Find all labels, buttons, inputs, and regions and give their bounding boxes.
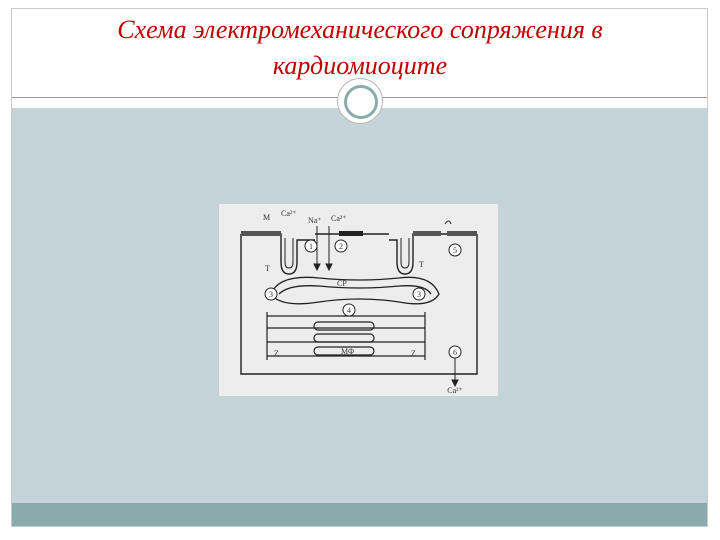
divider-ring-inner <box>344 85 378 119</box>
slide-frame <box>11 8 708 527</box>
marker-2: 2 <box>339 242 343 251</box>
sarcoplasmic-reticulum <box>270 276 440 305</box>
marker-6: 6 <box>453 348 457 357</box>
cardiomyocyte-diagram: 1 2 3 4 5 6 3 М Ca²⁺ Na⁺ Ca²⁺ Т Т СР Z Z… <box>219 204 498 396</box>
diagram-labels: М Ca²⁺ Na⁺ Ca²⁺ Т Т СР Z Z МФ Ca²⁺ <box>263 209 463 395</box>
label-t-left: Т <box>265 264 270 273</box>
marker-circle-3-right <box>412 287 426 301</box>
label-sr: СР <box>337 279 347 288</box>
marker-circle-1 <box>304 239 318 253</box>
label-membrane: М <box>263 213 270 222</box>
marker-1: 1 <box>309 242 313 251</box>
marker-circle-5 <box>448 243 462 257</box>
label-z-left: Z <box>274 349 279 358</box>
marker-numbers: 1 2 3 4 5 6 3 <box>269 242 457 357</box>
footer-bar <box>12 503 707 526</box>
label-z-right: Z <box>411 349 416 358</box>
slide-title-line-1: Схема электромеханического сопряжения в <box>117 15 603 44</box>
label-t-right: Т <box>419 260 424 269</box>
marker-circle-2 <box>334 239 348 253</box>
numbered-markers <box>264 239 462 359</box>
marker-3: 3 <box>269 290 273 299</box>
marker-circle-6 <box>448 345 462 359</box>
divider-ring-icon <box>337 78 383 124</box>
diagram-svg: 1 2 3 4 5 6 3 М Ca²⁺ Na⁺ Ca²⁺ Т Т СР Z Z… <box>240 209 478 395</box>
ion-arrows <box>313 220 459 388</box>
label-ca-top-left: Ca²⁺ <box>281 209 297 218</box>
label-mf: МФ <box>341 347 354 356</box>
label-ca-bottom: Ca²⁺ <box>447 386 463 395</box>
marker-4: 4 <box>347 306 351 315</box>
marker-circle-4 <box>342 303 356 317</box>
marker-3-right: 3 <box>417 290 421 299</box>
marker-5: 5 <box>453 246 457 255</box>
membrane-band <box>241 231 477 236</box>
slide-title: Схема электромеханического сопряжения в … <box>40 12 680 84</box>
slide-title-line-2: кардиомиоците <box>272 51 448 80</box>
label-ca-top-mid: Ca²⁺ <box>331 214 347 223</box>
marker-circle-3-left <box>264 287 278 301</box>
label-na: Na⁺ <box>308 216 322 225</box>
t-tubules <box>284 238 410 269</box>
myofibril-block <box>266 312 426 360</box>
